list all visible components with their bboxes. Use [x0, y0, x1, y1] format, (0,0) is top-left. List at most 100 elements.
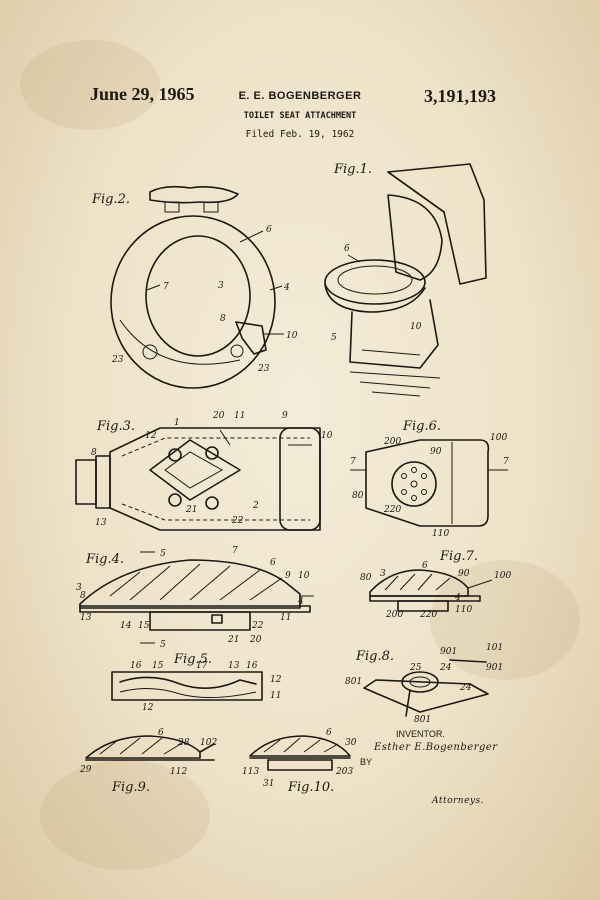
- ref-200: 200: [383, 437, 401, 447]
- ref-220: 220: [419, 610, 437, 620]
- inventor-name-header: E. E. BOGENBERGER: [238, 90, 362, 102]
- ref-90: 90: [458, 569, 470, 579]
- fig8-label: Fig.8.: [355, 649, 394, 664]
- ref-110: 110: [455, 605, 472, 615]
- ref-11: 11: [270, 691, 281, 701]
- paper-stain: [20, 40, 160, 130]
- ref-11: 11: [280, 613, 291, 623]
- ref-17: 17: [196, 661, 208, 671]
- figure-9-drawing: Fig.9. 6 28 102 29 112: [79, 728, 217, 795]
- ref-7: 7: [163, 282, 169, 292]
- fig6-label: Fig.6.: [402, 419, 441, 434]
- filing-date: Filed Feb. 19, 1962: [245, 129, 355, 140]
- ref-1: 1: [174, 418, 180, 428]
- fig7-label: Fig.7.: [439, 549, 478, 564]
- ref-10: 10: [410, 322, 422, 332]
- ref-29: 29: [79, 765, 92, 775]
- ref-6: 6: [326, 728, 332, 738]
- ref-90: 90: [430, 447, 442, 457]
- ref-21: 21: [227, 635, 239, 645]
- ref-5: 5: [160, 549, 166, 559]
- ref-80: 80: [352, 491, 364, 501]
- ref-8: 8: [220, 314, 226, 324]
- figure-7-drawing: Fig.7. 80 3 6 90 100 200 220 4 110: [360, 549, 511, 620]
- ref-200: 200: [385, 610, 403, 620]
- figure-8-drawing: Fig.8. 901 101 25 24 901 24 801 801: [345, 643, 503, 725]
- ref-16: 16: [130, 661, 142, 671]
- ref-6: 6: [158, 728, 164, 738]
- ref-113: 113: [242, 767, 259, 777]
- ref-13: 13: [80, 613, 92, 623]
- fig4-label: Fig.4.: [85, 552, 124, 567]
- ref-100: 100: [490, 433, 507, 443]
- by-label: BY: [360, 757, 373, 767]
- ref-9: 9: [282, 411, 288, 421]
- attorneys-signature: Attorneys.: [432, 796, 484, 806]
- ref-13: 13: [95, 518, 107, 528]
- ref-901: 901: [486, 663, 503, 673]
- ref-3: 3: [76, 583, 82, 593]
- paper-stain: [40, 760, 210, 870]
- figure-2-drawing: Fig.2. 6 7 3 4 8 10 23 23: [91, 185, 298, 389]
- ref-23: 23: [111, 355, 124, 365]
- ref-28: 28: [177, 738, 190, 748]
- ref-11: 11: [234, 411, 245, 421]
- ref-100: 100: [494, 571, 511, 581]
- ref-23: 23: [257, 364, 270, 374]
- fig2-label: Fig.2.: [91, 192, 130, 207]
- fig5-label: Fig.5.: [173, 652, 212, 667]
- patent-title: TOILET SEAT ATTACHMENT: [243, 111, 357, 121]
- ref-8: 8: [91, 448, 97, 458]
- ref-24: 24: [459, 683, 472, 693]
- ref-15: 15: [138, 621, 150, 631]
- ref-801: 801: [345, 677, 362, 687]
- ref-13: 13: [228, 661, 240, 671]
- patent-number: 3,191,193: [424, 86, 496, 106]
- fig10-label: Fig.10.: [287, 780, 334, 795]
- ref-112: 112: [170, 767, 187, 777]
- ref-12: 12: [145, 431, 157, 441]
- ref-16: 16: [246, 661, 258, 671]
- ref-3: 3: [380, 569, 386, 579]
- ref-21: 21: [185, 505, 197, 515]
- figure-6-drawing: Fig.6. 7 7 200 90 100 80 220 110: [350, 419, 509, 539]
- ref-2: 2: [252, 501, 259, 511]
- ref-7: 7: [503, 457, 509, 467]
- figure-5-drawing: Fig.5. 16 15 17 13 16 12 11 12: [111, 652, 282, 713]
- ref-203: 203: [335, 767, 353, 777]
- ref-801: 801: [414, 715, 431, 725]
- fig9-label: Fig.9.: [111, 780, 150, 795]
- ref-7: 7: [232, 546, 238, 556]
- ref-110: 110: [432, 529, 449, 539]
- inventor-label: INVENTOR.: [396, 729, 445, 739]
- ref-5: 5: [331, 333, 337, 343]
- ref-9: 9: [285, 571, 291, 581]
- ref-5: 5: [160, 640, 166, 650]
- ref-7: 7: [350, 457, 356, 467]
- ref-901: 901: [440, 647, 457, 657]
- ref-25: 25: [409, 663, 422, 673]
- ref-220: 220: [383, 505, 401, 515]
- fig3-label: Fig.3.: [96, 419, 135, 434]
- ref-15: 15: [152, 661, 164, 671]
- figure-1-drawing: Fig.1. 6 5 10: [324, 162, 487, 397]
- ref-10: 10: [321, 431, 333, 441]
- ref-22: 22: [251, 621, 264, 631]
- ref-4: 4: [297, 597, 304, 607]
- figure-4-drawing: Fig.4. 5 5 3 8 7 6 9 10 4 13 14 15 22 11…: [76, 546, 314, 650]
- ref-14: 14: [120, 621, 132, 631]
- ref-24: 24: [439, 663, 452, 673]
- ref-6: 6: [266, 225, 272, 235]
- ref-102: 102: [200, 738, 217, 748]
- ref-80: 80: [360, 573, 372, 583]
- patent-date: June 29, 1965: [90, 84, 195, 104]
- ref-10: 10: [298, 571, 310, 581]
- ref-6: 6: [270, 558, 276, 568]
- figure-10-drawing: Fig.10. 6 30 113 31 203: [242, 728, 357, 795]
- ref-4: 4: [283, 283, 290, 293]
- ref-30: 30: [345, 738, 357, 748]
- ref-20: 20: [212, 411, 225, 421]
- fig1-label: Fig.1.: [333, 162, 372, 177]
- ref-8: 8: [80, 591, 86, 601]
